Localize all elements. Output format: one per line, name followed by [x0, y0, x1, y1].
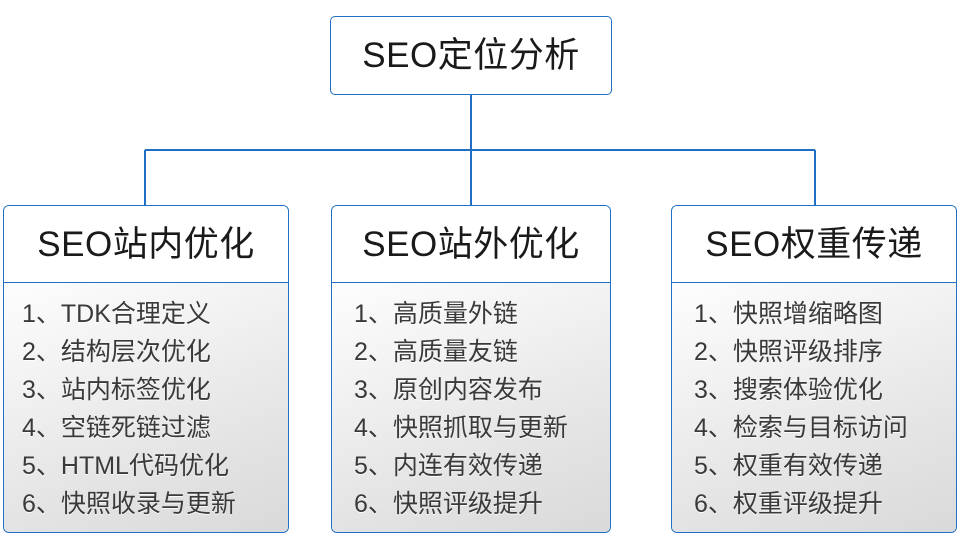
branch-body: 1、TDK合理定义 2、结构层次优化 3、站内标签优化 4、空链死链过滤 5、H… [4, 283, 288, 532]
list-item: 1、快照增缩略图 [694, 300, 883, 328]
list-item: 2、快照评级排序 [694, 338, 883, 366]
branch-header: SEO站内优化 [4, 206, 288, 283]
list-item: 3、原创内容发布 [354, 376, 543, 404]
list-item: 1、高质量外链 [354, 300, 518, 328]
list-item: 4、快照抓取与更新 [354, 414, 568, 442]
branch-body: 1、高质量外链 2、高质量友链 3、原创内容发布 4、快照抓取与更新 5、内连有… [332, 283, 610, 532]
list-item: 5、内连有效传递 [354, 452, 543, 480]
root-node[interactable]: SEO定位分析 [330, 16, 612, 95]
branch-title: SEO权重传递 [705, 224, 923, 264]
branch-node-seo-offsite[interactable]: SEO站外优化 1、高质量外链 2、高质量友链 3、原创内容发布 4、快照抓取与… [331, 205, 611, 533]
list-item: 5、权重有效传递 [694, 452, 883, 480]
branch-body: 1、快照增缩略图 2、快照评级排序 3、搜索体验优化 4、检索与目标访问 5、权… [672, 283, 956, 532]
list-item: 3、搜索体验优化 [694, 376, 883, 404]
branch-header: SEO站外优化 [332, 206, 610, 283]
branch-item-list: 1、快照增缩略图 2、快照评级排序 3、搜索体验优化 4、检索与目标访问 5、权… [694, 295, 908, 523]
list-item: 6、快照收录与更新 [22, 490, 236, 518]
branch-title: SEO站内优化 [37, 224, 255, 264]
branch-node-seo-onsite[interactable]: SEO站内优化 1、TDK合理定义 2、结构层次优化 3、站内标签优化 4、空链… [3, 205, 289, 533]
list-item: 5、HTML代码优化 [22, 452, 229, 480]
root-node-label: SEO定位分析 [362, 36, 580, 75]
branch-node-seo-weight[interactable]: SEO权重传递 1、快照增缩略图 2、快照评级排序 3、搜索体验优化 4、检索与… [671, 205, 957, 533]
branch-title: SEO站外优化 [362, 224, 580, 264]
list-item: 3、站内标签优化 [22, 376, 211, 404]
list-item: 2、高质量友链 [354, 338, 518, 366]
list-item: 6、快照评级提升 [354, 490, 543, 518]
branch-header: SEO权重传递 [672, 206, 956, 283]
list-item: 4、检索与目标访问 [694, 414, 908, 442]
list-item: 6、权重评级提升 [694, 490, 883, 518]
branch-item-list: 1、高质量外链 2、高质量友链 3、原创内容发布 4、快照抓取与更新 5、内连有… [354, 295, 568, 523]
branch-item-list: 1、TDK合理定义 2、结构层次优化 3、站内标签优化 4、空链死链过滤 5、H… [22, 295, 236, 523]
list-item: 4、空链死链过滤 [22, 414, 211, 442]
list-item: 1、TDK合理定义 [22, 300, 211, 328]
list-item: 2、结构层次优化 [22, 338, 211, 366]
